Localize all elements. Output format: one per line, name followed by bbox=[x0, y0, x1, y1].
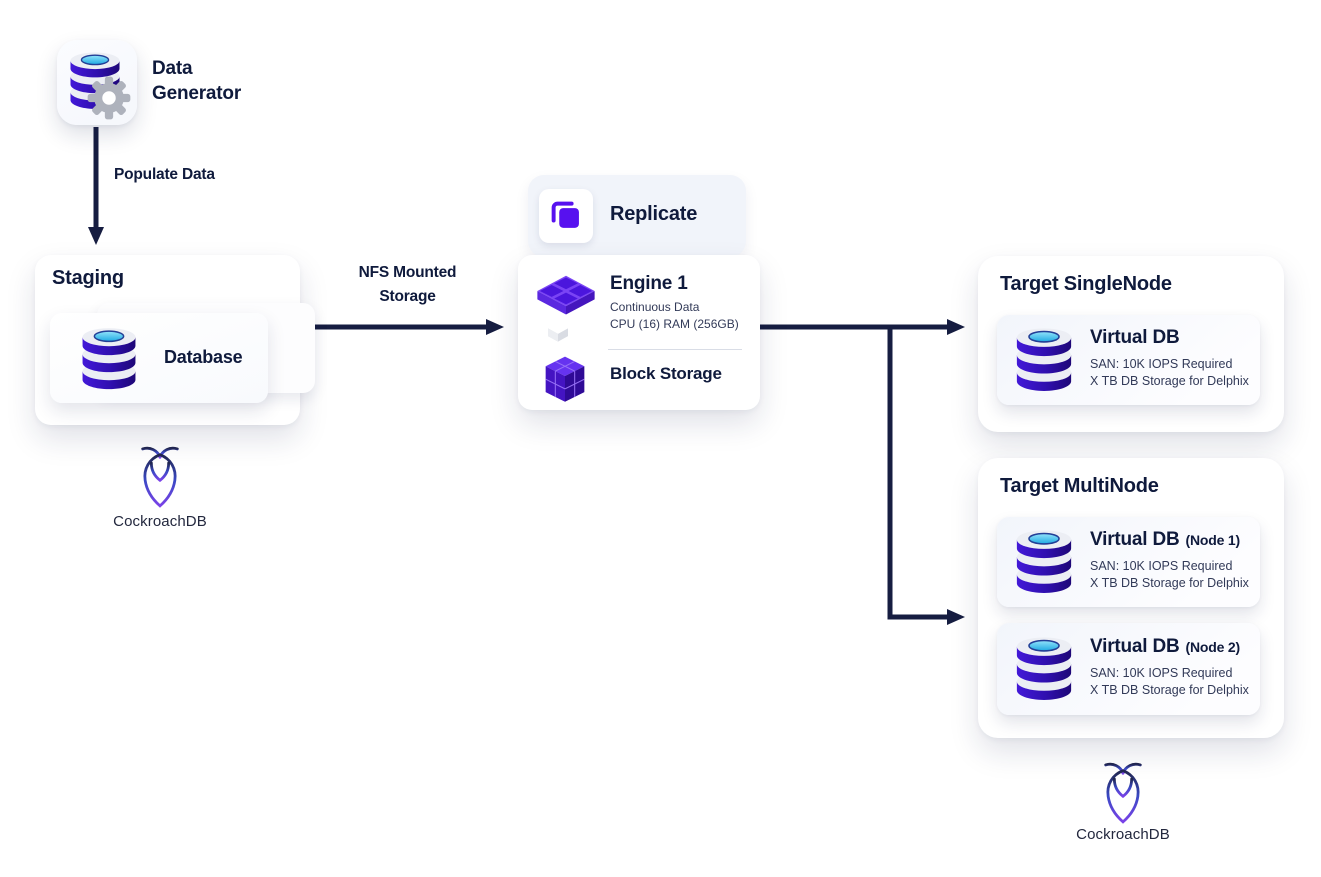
data-generator-label: Data Generator bbox=[152, 58, 242, 104]
replicate-engine-card: Engine 1 Continuous Data CPU (16) RAM (2… bbox=[518, 255, 760, 410]
staging-title: Staging bbox=[52, 267, 124, 289]
virtual-db-sub2: X TB DB Storage for Delphix bbox=[1090, 374, 1249, 388]
virtual-db-node1-sub2: X TB DB Storage for Delphix bbox=[1090, 576, 1249, 590]
target-singlenode-card: Target SingleNode Virtual DB SAN: 10K IO… bbox=[978, 256, 1284, 432]
database-icon bbox=[82, 328, 136, 390]
replicate-icon-box bbox=[539, 189, 593, 243]
database-icon bbox=[1016, 328, 1072, 391]
populate-data-label: Populate Data bbox=[114, 166, 215, 183]
engine-title: Engine 1 bbox=[610, 273, 688, 294]
database-card: Database bbox=[50, 313, 268, 403]
cockroachdb-logo-icon bbox=[1104, 762, 1142, 824]
virtual-db-node2-card: Virtual DB(Node 2) SAN: 10K IOPS Require… bbox=[997, 623, 1260, 715]
virtual-db-node2-sub2: X TB DB Storage for Delphix bbox=[1090, 683, 1249, 697]
data-generator-card bbox=[57, 40, 137, 125]
engine-sub2: CPU (16) RAM (256GB) bbox=[610, 317, 739, 331]
gear-icon bbox=[87, 76, 131, 120]
target-multinode-card: Target MultiNode Virtual DB(Node 1) SAN:… bbox=[978, 458, 1284, 738]
replicate-to-targets-arrow bbox=[758, 324, 948, 620]
database-icon bbox=[1016, 530, 1072, 593]
block-storage-icon bbox=[545, 356, 585, 402]
target-singlenode-title: Target SingleNode bbox=[1000, 273, 1172, 295]
database-label: Database bbox=[164, 347, 243, 367]
replicate-copy-icon bbox=[551, 201, 579, 228]
engine-divider bbox=[608, 349, 742, 350]
replicate-header: Replicate bbox=[528, 175, 746, 257]
virtual-db-node1-card: Virtual DB(Node 1) SAN: 10K IOPS Require… bbox=[997, 517, 1260, 607]
block-storage-label: Block Storage bbox=[610, 364, 722, 383]
virtual-db-sub1: SAN: 10K IOPS Required bbox=[1090, 357, 1233, 371]
cockroachdb-caption: CockroachDB bbox=[1076, 826, 1170, 843]
cockroachdb-caption: CockroachDB bbox=[113, 513, 207, 530]
database-icon bbox=[1016, 637, 1072, 700]
replicate-title: Replicate bbox=[610, 203, 698, 225]
staging-card: Staging Database bbox=[35, 255, 315, 425]
virtual-db-node1-sub1: SAN: 10K IOPS Required bbox=[1090, 559, 1233, 573]
chevron-down-icon bbox=[548, 328, 568, 342]
cockroachdb-logo-icon bbox=[141, 446, 179, 508]
virtual-db-node2-sub1: SAN: 10K IOPS Required bbox=[1090, 666, 1233, 680]
target-multinode-title: Target MultiNode bbox=[1000, 475, 1159, 497]
engine-icon bbox=[537, 275, 595, 315]
virtual-db-node2-title: Virtual DB(Node 2) bbox=[1090, 636, 1240, 657]
virtual-db-title: Virtual DB bbox=[1090, 327, 1180, 348]
engine-sub1: Continuous Data bbox=[610, 300, 700, 314]
virtual-db-card: Virtual DB SAN: 10K IOPS Required X TB D… bbox=[997, 315, 1260, 405]
nfs-storage-label: NFS Mounted Storage bbox=[358, 264, 457, 305]
virtual-db-node1-title: Virtual DB(Node 1) bbox=[1090, 529, 1240, 550]
